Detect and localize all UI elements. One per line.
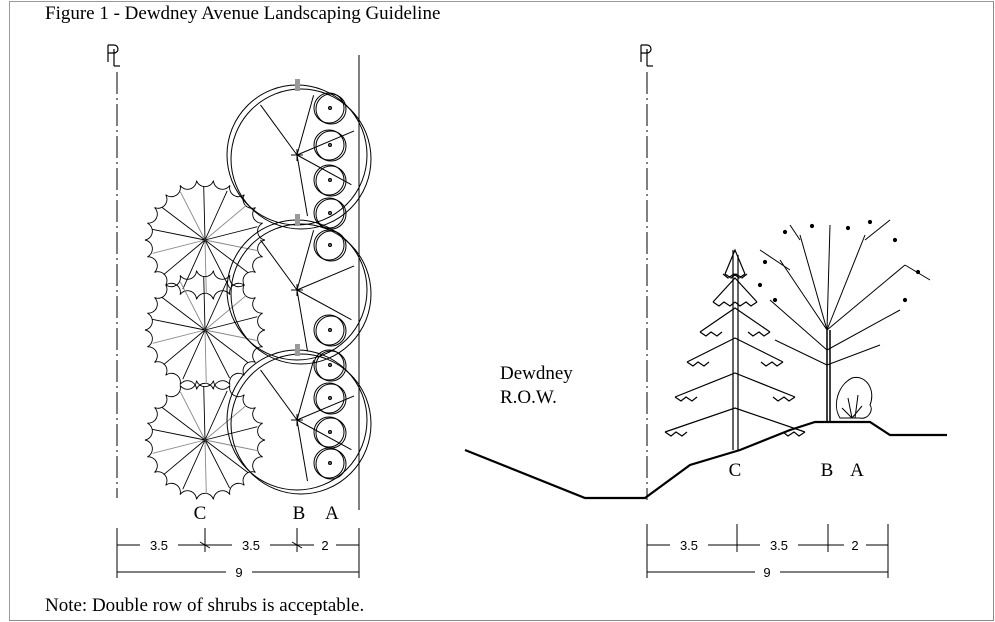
shrub-circle-icon	[313, 447, 347, 480]
shrub-circle-icon	[313, 197, 347, 230]
deciduous-canopy-icon	[226, 344, 372, 495]
shrub-circle-icon	[313, 164, 347, 197]
spruce-tree-icon	[664, 248, 806, 450]
shrub-icon	[836, 376, 873, 419]
figure-frame	[9, 1, 994, 621]
plan-dimension-c: 3.5	[150, 538, 168, 553]
plan-dimension-b: 3.5	[242, 538, 260, 553]
section-dimension-total: 9	[763, 565, 770, 580]
deciduous-canopy-icon	[226, 214, 372, 365]
plan-dimension-lines	[0, 0, 360, 578]
shrub-circle-icon	[313, 416, 347, 449]
section-property-line-symbol	[640, 44, 653, 67]
deciduous-canopy-icon	[226, 79, 372, 230]
figure-note: Note: Double row of shrubs is acceptable…	[45, 595, 365, 616]
section-zone-label-c: C	[729, 460, 742, 481]
section-dimension-lines	[646, 524, 889, 578]
section-zone-label-b: B	[821, 460, 834, 481]
plan-property-line-symbol	[107, 44, 120, 67]
spruce-canopy-icon	[144, 180, 266, 300]
section-dimension-c: 3.5	[680, 538, 698, 553]
deciduous-tree-icon	[757, 219, 931, 422]
figure-title: Figure 1 - Dewdney Avenue Landscaping Gu…	[45, 3, 441, 24]
shrub-circle-icon	[313, 229, 347, 262]
plan-zone-label-b: B	[293, 503, 306, 524]
section-dimension-a: 2	[851, 538, 858, 553]
section-zone-label-a: A	[850, 460, 864, 481]
shrub-circle-icon	[313, 314, 347, 347]
section-view: Dewdney R.O.W. C B A	[464, 44, 947, 580]
section-dimension-b: 3.5	[770, 538, 788, 553]
plan-dimension-total: 9	[235, 565, 242, 580]
shrub-circle-icon	[313, 129, 347, 162]
plan-view: C B A 3.5 3.5 2 9	[0, 0, 372, 580]
row-label-line1: Dewdney	[500, 363, 573, 384]
spruce-canopy-icon	[144, 380, 266, 500]
spruce-canopy-icon	[144, 270, 266, 390]
row-label-line2: R.O.W.	[500, 387, 557, 408]
shrub-circle-icon	[313, 92, 347, 125]
shrub-circle-icon	[313, 349, 347, 382]
shrub-circle-icon	[313, 382, 347, 415]
ground-profile	[464, 420, 947, 500]
plan-dimension-a: 2	[321, 538, 328, 553]
plan-zone-label-a: A	[325, 503, 339, 524]
plan-zone-label-c: C	[194, 503, 207, 524]
